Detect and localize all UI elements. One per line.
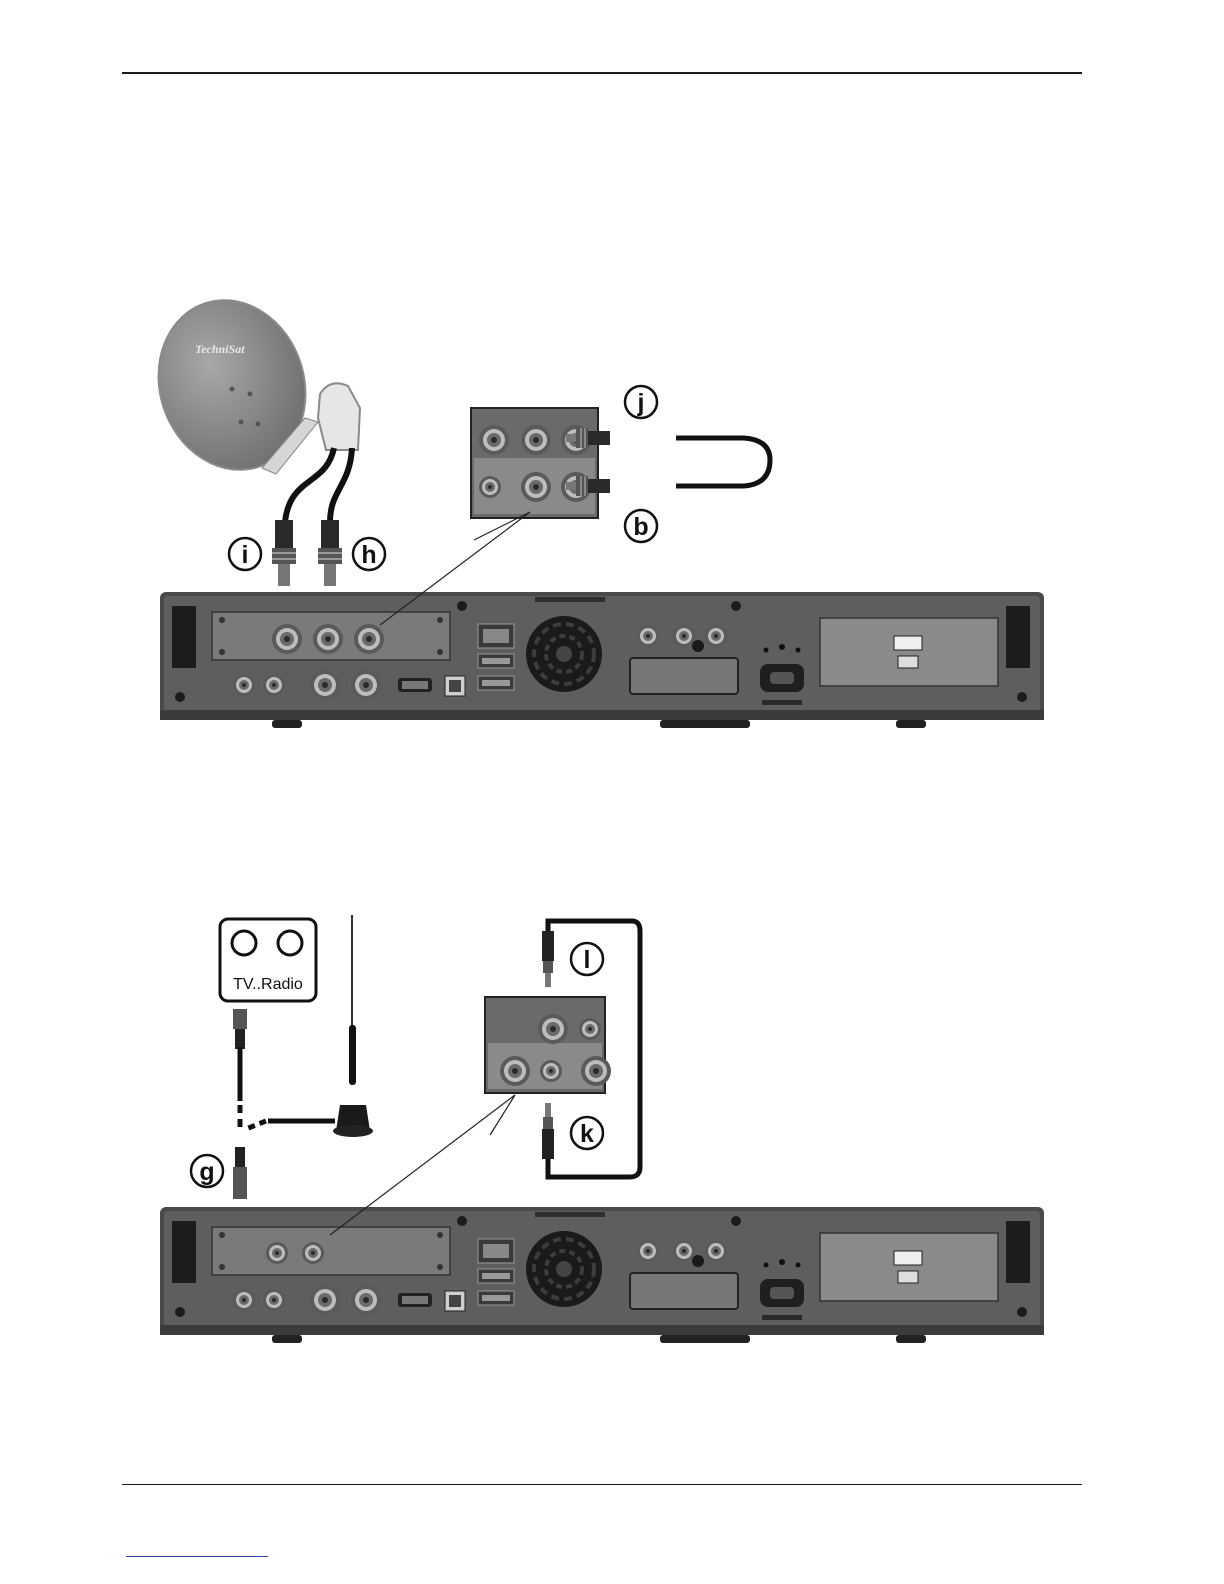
sat-loop-connector bbox=[354, 624, 384, 654]
terrestrial-connection-diagram: TV..Radio g bbox=[0, 905, 1224, 1365]
label-k: k bbox=[571, 1117, 603, 1149]
satellite-connection-diagram: TechniSat i h bbox=[0, 290, 1224, 750]
receiver-back-panel bbox=[160, 1207, 1044, 1343]
label-b: b bbox=[625, 510, 657, 542]
terrestrial-input-connector bbox=[266, 1242, 288, 1264]
svg-text:b: b bbox=[633, 513, 648, 541]
wall-antenna-socket-icon: TV..Radio bbox=[220, 919, 316, 1001]
footer-link-underline[interactable] bbox=[126, 1556, 268, 1557]
tuner-detail-zoom bbox=[471, 408, 598, 518]
svg-text:j: j bbox=[637, 389, 645, 417]
iec-connector-icon bbox=[233, 1147, 247, 1199]
dish-brand-logo: TechniSat bbox=[195, 342, 245, 356]
f-connector-icon bbox=[318, 520, 342, 586]
lnb-icon bbox=[318, 383, 360, 450]
satellite-dish-icon: TechniSat bbox=[137, 290, 327, 489]
svg-text:i: i bbox=[242, 541, 249, 569]
footer-rule bbox=[122, 1484, 1082, 1485]
receiver-back-panel bbox=[160, 592, 1044, 728]
svg-text:k: k bbox=[580, 1120, 594, 1148]
tuner-detail-zoom bbox=[485, 997, 611, 1093]
svg-text:h: h bbox=[361, 541, 376, 569]
sat-input-connector bbox=[272, 624, 302, 654]
wall-socket-label: TV..Radio bbox=[233, 976, 303, 993]
label-i: i bbox=[229, 538, 261, 570]
label-l: l bbox=[571, 943, 603, 975]
iec-connector-icon bbox=[542, 1103, 554, 1159]
iec-connector-icon bbox=[233, 1009, 247, 1049]
label-h: h bbox=[353, 538, 385, 570]
sat-input-connector bbox=[313, 624, 343, 654]
terrestrial-loop-connector bbox=[302, 1242, 324, 1264]
header-rule bbox=[122, 72, 1082, 74]
label-g: g bbox=[191, 1155, 223, 1187]
svg-text:g: g bbox=[199, 1158, 214, 1186]
f-connector-icon bbox=[272, 520, 296, 586]
rod-antenna-icon bbox=[333, 915, 373, 1137]
svg-text:l: l bbox=[584, 946, 591, 974]
label-j: j bbox=[625, 386, 657, 418]
iec-connector-icon bbox=[542, 931, 554, 987]
